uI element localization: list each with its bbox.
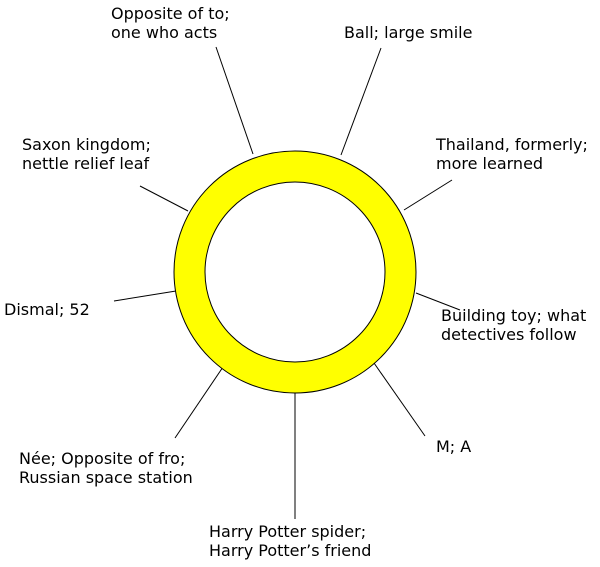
connector-bottom-right: [373, 362, 426, 437]
clue-right: Building toy; what detectives follow: [441, 306, 586, 344]
clue-top: Opposite of to; one who acts: [111, 4, 230, 42]
clue-right-line-1: Building toy; what: [441, 306, 587, 325]
clue-bottom-left-line-2: Russian space station: [19, 468, 193, 487]
clue-top-right-line-1: Ball; large smile: [344, 23, 473, 42]
clue-bottom-line-1: Harry Potter spider;: [209, 522, 367, 541]
clue-right-line-2: detectives follow: [441, 325, 577, 344]
clue-top-line-1: Opposite of to;: [111, 4, 230, 23]
clue-bottom: Harry Potter spider; Harry Potter’s frie…: [209, 522, 371, 560]
connector-right-upper: [403, 179, 453, 211]
ring-inner: [204, 181, 386, 363]
connector-top: [215, 46, 254, 155]
clue-left-line-1: Dismal; 52: [4, 300, 90, 319]
connector-left: [113, 290, 177, 302]
clue-right-upper-line-1: Thailand, formerly;: [436, 135, 588, 154]
clue-left-upper: Saxon kingdom; nettle relief leaf: [22, 135, 151, 173]
clue-right-upper: Thailand, formerly; more learned: [436, 135, 588, 173]
clue-bottom-left-line-1: Née; Opposite of fro;: [19, 449, 186, 468]
clue-bottom-left: Née; Opposite of fro; Russian space stat…: [19, 449, 193, 487]
connector-right: [415, 292, 461, 311]
clue-bottom-line-2: Harry Potter’s friend: [209, 541, 372, 560]
clue-left-upper-line-2: nettle relief leaf: [22, 154, 150, 173]
clue-top-right: Ball; large smile: [344, 23, 472, 42]
connector-bottom-left: [174, 366, 224, 439]
clue-bottom-right-line-1: M; A: [436, 437, 472, 456]
connector-left-upper: [139, 185, 189, 212]
clue-right-upper-line-2: more learned: [436, 154, 544, 173]
clue-left-upper-line-1: Saxon kingdom;: [22, 135, 151, 154]
clue-bottom-right: M; A: [436, 437, 471, 456]
clue-left: Dismal; 52: [4, 300, 90, 319]
clue-top-line-2: one who acts: [111, 23, 218, 42]
connector-top-right: [340, 47, 382, 156]
